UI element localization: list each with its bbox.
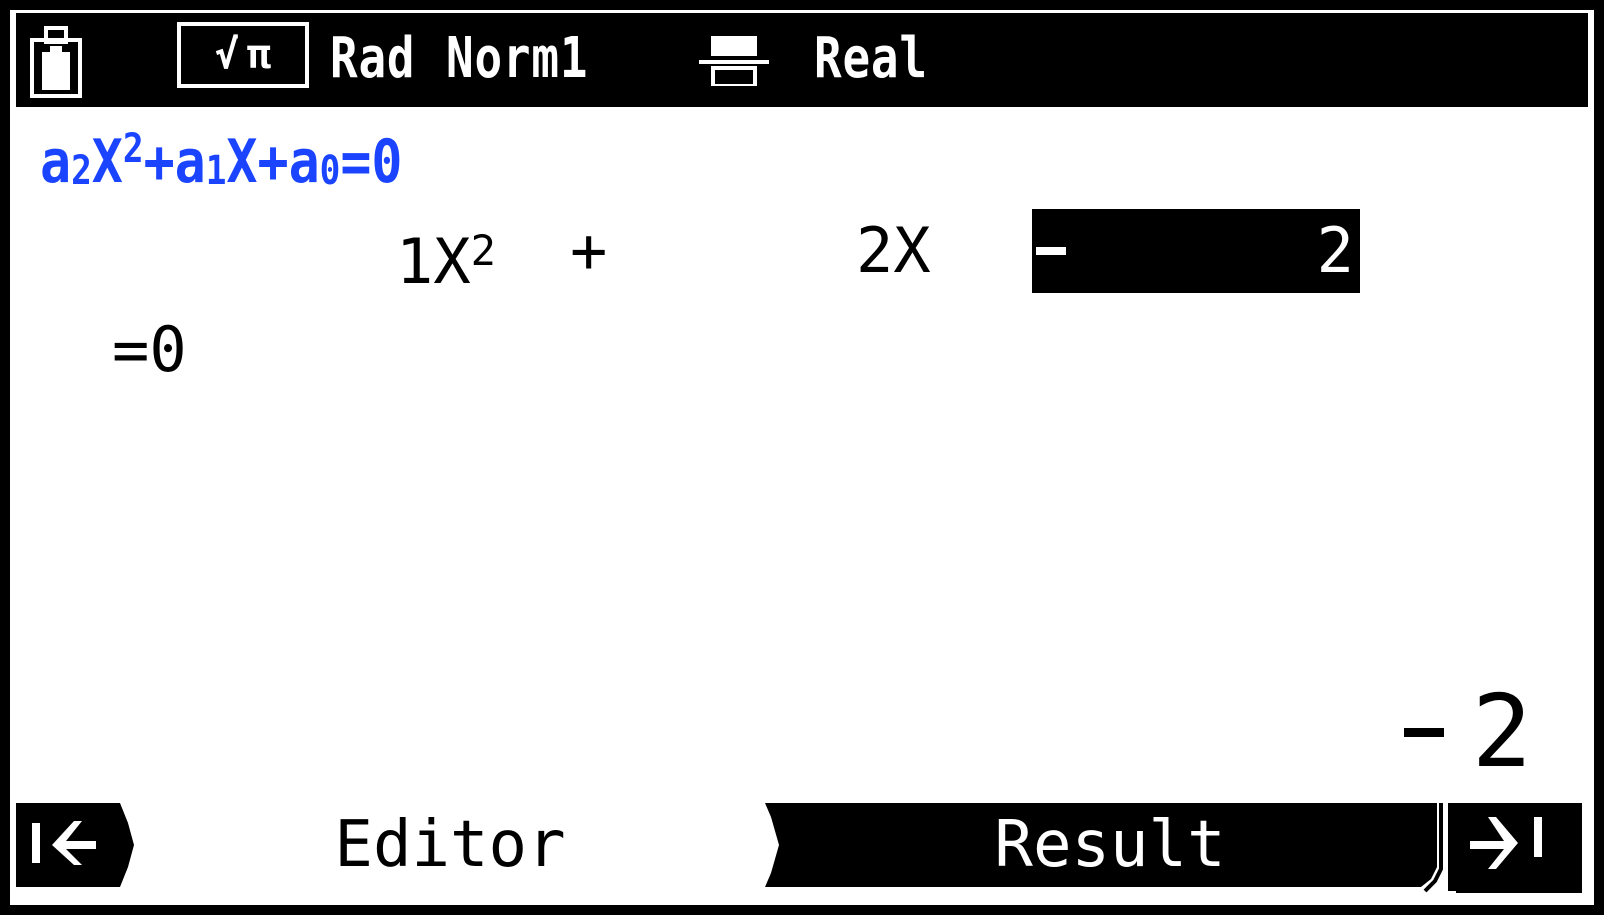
tab-editor-label: Editor	[334, 808, 566, 882]
display-format-indicator: Norm1	[446, 26, 589, 91]
fraction-format-icon	[699, 36, 769, 86]
value: 2	[1471, 673, 1532, 790]
operator-plus: +	[570, 214, 608, 287]
exponent: 2	[470, 226, 496, 275]
tab-result-active[interactable]: Result	[765, 803, 1455, 893]
equals-zero: =0	[112, 313, 187, 386]
calculator-screen: √ π Rad Norm1 Real a2X2+a1X+a0=0 1X2 + 2…	[10, 10, 1594, 905]
exponent: 2	[122, 126, 144, 172]
subscript: 2	[71, 148, 92, 194]
a0-value: 2	[1316, 214, 1354, 287]
complex-mode-indicator: Real	[814, 26, 928, 91]
math-mode-indicator: √ π	[177, 22, 309, 88]
coefficient-a2-field[interactable]: 1X2	[396, 219, 496, 294]
variable: X	[91, 127, 123, 197]
operator: +	[143, 127, 175, 197]
tab-result-shape	[765, 803, 1443, 893]
jump-to-end-icon[interactable]	[1448, 803, 1588, 893]
variable: X	[433, 225, 471, 298]
subscript: 1	[205, 148, 227, 194]
coefficient-a1-field[interactable]: 2X	[856, 219, 931, 283]
coef-symbol: a	[40, 127, 72, 197]
tab-result-label: Result	[994, 808, 1226, 882]
tab-bar: Editor Result	[10, 780, 1594, 895]
variable: X	[226, 127, 258, 197]
current-value-display: 2	[1403, 682, 1532, 782]
subscript: 0	[319, 148, 341, 194]
battery-full-icon	[30, 26, 82, 98]
status-bar: √ π Rad Norm1 Real	[16, 13, 1588, 107]
jump-to-start-icon[interactable]	[16, 803, 140, 887]
pi-symbol: π	[247, 32, 272, 78]
a1-value: 2	[856, 214, 894, 287]
variable: X	[893, 214, 931, 287]
coef-symbol: a	[174, 127, 206, 197]
minus-sign	[1403, 728, 1444, 738]
tab-editor[interactable]: Editor	[150, 803, 750, 887]
equals-zero: =0	[340, 127, 403, 197]
angle-unit-indicator: Rad	[330, 26, 416, 91]
a2-value: 1	[396, 225, 434, 298]
coef-symbol: a	[288, 127, 320, 197]
equation-input-row: 1X2 + 2X 2	[10, 209, 1594, 294]
minus-sign	[1036, 247, 1066, 255]
sqrt-symbol: √	[214, 32, 239, 78]
coefficient-a0-field-selected[interactable]: 2	[1032, 209, 1360, 293]
equation-template: a2X2+a1X+a0=0	[40, 114, 402, 206]
operator: +	[257, 127, 289, 197]
